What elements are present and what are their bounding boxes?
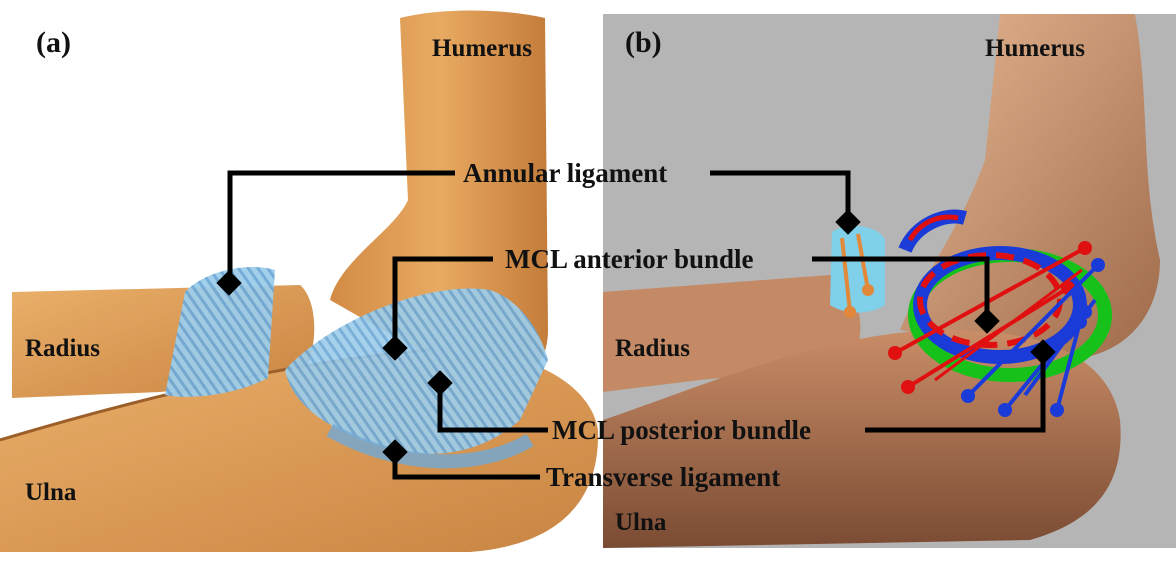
humerus-label-a: Humerus xyxy=(432,35,532,62)
radius-label-a: Radius xyxy=(25,335,100,362)
mcl-anterior-bundle-label: MCL anterior bundle xyxy=(505,244,754,274)
annular-ligament-label: Annular ligament xyxy=(463,158,667,188)
ulna-label-b: Ulna xyxy=(615,509,667,536)
transverse-ligament-label: Transverse ligament xyxy=(546,462,780,492)
humerus-label-b: Humerus xyxy=(985,35,1085,62)
mcl-posterior-bundle-label: MCL posterior bundle xyxy=(552,415,811,445)
radius-label-b: Radius xyxy=(615,335,690,362)
panel-b-label: (b) xyxy=(625,26,662,59)
annular-fiber-end-2 xyxy=(862,284,874,296)
ulna-label-a: Ulna xyxy=(25,479,77,506)
annular-fiber-end-1 xyxy=(844,306,856,318)
panel-a-label: (a) xyxy=(36,26,71,59)
